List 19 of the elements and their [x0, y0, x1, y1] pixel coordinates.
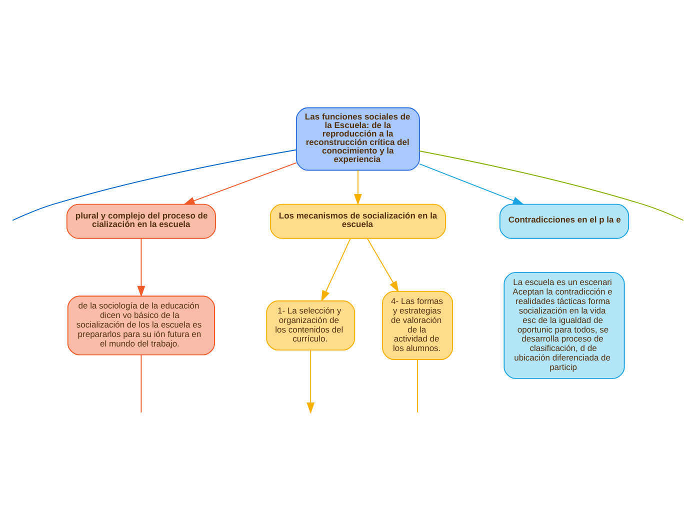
node-box: La escuela es un escenari Aceptan la contradicción e realidades tácticas forma socialización en la vida esc de la igualdad de oportunic para todos, se desarrolla proceso de clasificación, d de ubicación diferenciada de particip [504, 272, 625, 378]
arrow [306, 349, 315, 414]
arrow [137, 238, 146, 297]
node-box: de la sociología de la educación dicen vo básico de la socialización de los la escuela es prepararlos para su ión futura en el mundo del trabajo. [67, 295, 216, 355]
connector [417, 358, 418, 412]
node-box: Los mecanismos de socialización en la escuela [270, 203, 446, 238]
connector [140, 354, 142, 412]
arrow [321, 238, 351, 302]
node-box: 1- La selección y organización de los contenidos del currículo. [266, 300, 356, 350]
node-box: Las funciones sociales de la Escuela: de la reproducción a la reconstrucción crítica del conocimiento y la experiencia [296, 106, 420, 170]
arrow [419, 163, 524, 204]
node-box: plural y complejo del proceso de cialización en la escuela [66, 203, 216, 238]
arrow [183, 162, 297, 204]
connector [419, 150, 684, 220]
connector [12, 148, 297, 220]
node-box: 4- Las formas y estrategias de valoración de la actividad de los alumnos. [382, 290, 454, 360]
arrow [354, 169, 362, 205]
node-box: Contradicciones en el p la e [499, 203, 630, 238]
arrow [367, 238, 399, 292]
